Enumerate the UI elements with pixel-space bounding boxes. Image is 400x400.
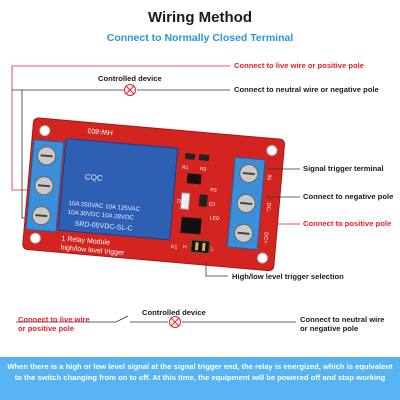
controlled-device-label-top: Controlled device (98, 74, 162, 83)
neutral-wire-label-bottom-1: Connect to neutral wire (300, 315, 385, 324)
footer-banner: When there is a high or low level signal… (0, 357, 400, 400)
mark-q1: Q1 (209, 201, 216, 208)
live-wire-line (11, 65, 230, 191)
page-subtitle: Connect to Normally Closed Terminal (106, 32, 294, 44)
pin-label-dc-minus: DC- (265, 202, 272, 212)
right-screw-terminal (226, 156, 266, 251)
mark-led: LED (209, 215, 220, 222)
relay-brand-mark: CQC (85, 172, 104, 183)
signal-trigger-label: Signal trigger terminal (303, 164, 384, 173)
level-jumper: H L (183, 239, 215, 254)
mark-d1: D1 (177, 198, 184, 205)
footer-description: When there is a high or low level signal… (7, 362, 393, 382)
pin-label-in: IN (265, 174, 271, 180)
live-wire-label: Connect to live wire or positive pole (234, 61, 364, 70)
jumper-mark-h: H (183, 244, 188, 250)
relay-module-board: CQC 10A 250VAC 10A 125VAC 10A 30VDC 10A … (22, 117, 285, 272)
mark-r2: R2 (200, 166, 207, 173)
module-text-line-1: 1 Relay Module (61, 235, 110, 246)
lamp-icon-top (124, 84, 136, 96)
level-selection-label: High/low level trigger selection (232, 272, 344, 281)
live-wire-label-bottom-1: Connect to live wire (18, 315, 90, 324)
positive-pole-label: Connect to positive pole (303, 219, 392, 228)
neutral-wire-label-bottom-2: or negative pole (300, 324, 359, 333)
jumper-mark-l: L (211, 247, 215, 253)
relay-component: CQC 10A 250VAC 10A 125VAC 10A 30VDC 10A … (57, 137, 179, 241)
mark-r1: R1 (182, 165, 189, 172)
left-screw-terminal (25, 139, 65, 233)
mark-k1: K1 (171, 244, 178, 251)
jumper-pointer (205, 262, 228, 277)
negative-pole-label: Connect to negative pole (303, 192, 394, 201)
right-pointers (205, 168, 300, 277)
controlled-device-label-bottom: Controlled device (142, 308, 206, 317)
open-switch (115, 315, 129, 323)
lamp-icon-bottom (169, 316, 181, 328)
pin-label-dc-plus: DC+ (262, 232, 269, 244)
top-wiring (11, 65, 230, 219)
board-model-label: HW-803 (87, 126, 113, 135)
mark-r3: R3 (210, 187, 217, 194)
neutral-wire-label: Connect to neutral wire or negative pole (234, 85, 379, 94)
page-title: Wiring Method (147, 9, 252, 26)
live-wire-label-bottom-2: or positive pole (18, 324, 75, 333)
bottom-schematic (16, 315, 296, 323)
